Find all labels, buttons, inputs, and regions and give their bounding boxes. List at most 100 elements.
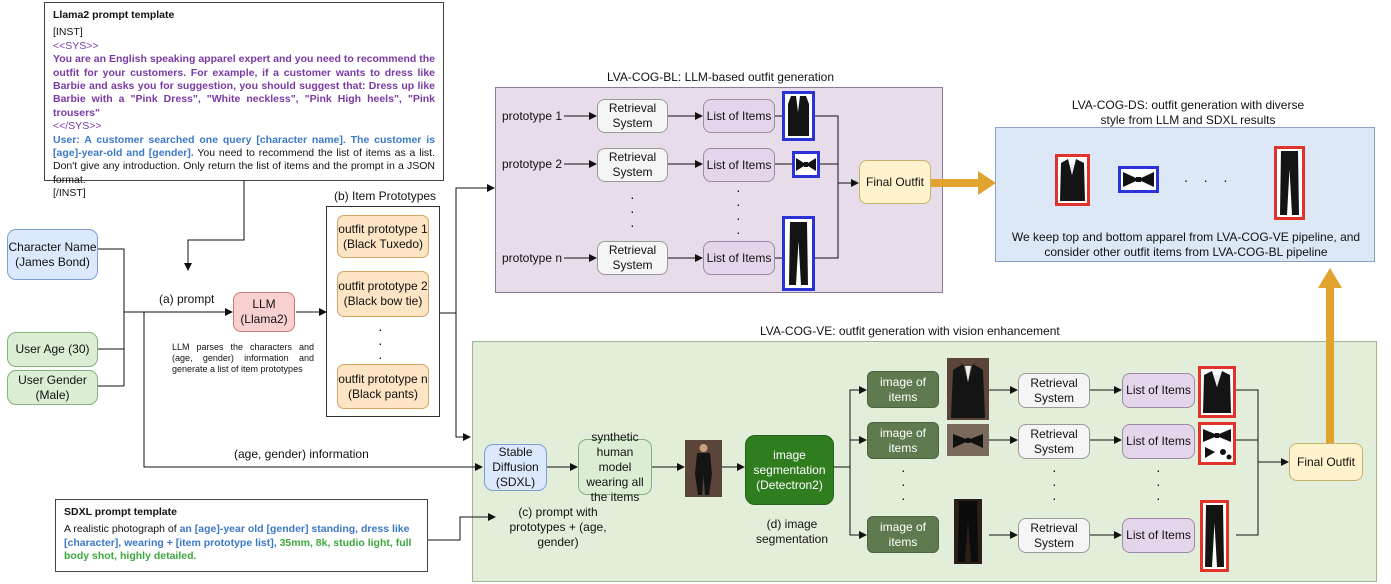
bowtie-set-thumbnail-ve	[1198, 422, 1236, 465]
sdxl-template-title: SDXL prompt template	[64, 506, 177, 518]
ve-retrieval-1-text: Retrieval System	[1030, 375, 1078, 405]
character-name-input: Character Name (James Bond)	[7, 229, 98, 280]
user-gender-input: User Gender (Male)	[7, 370, 98, 405]
llm-box: LLM (Llama2)	[233, 292, 295, 332]
ve-list-1-text: List of Items	[1126, 383, 1191, 397]
llm-note: LLM parses the characters and (age, gend…	[172, 342, 314, 374]
user-gender-text: User Gender (Male)	[18, 372, 87, 402]
pants-crop-photo	[954, 499, 982, 564]
ve-retrieval-n: Retrieval System	[1018, 518, 1090, 553]
ve-list-2-text: List of Items	[1126, 434, 1191, 448]
bl-list-1-text: List of Items	[706, 108, 772, 123]
jacket-icon	[1060, 159, 1085, 201]
stable-diffusion-box: Stable Diffusion (SDXL)	[484, 444, 547, 491]
user-age-input: User Age (30)	[7, 332, 98, 367]
synthetic-model-photo	[685, 440, 722, 497]
age-gender-info-label: (age, gender) information	[234, 447, 369, 461]
image-of-items-2: image of items	[867, 422, 939, 459]
llama-template-title: Llama2 prompt template	[53, 9, 175, 21]
sdxl-plain-text: A realistic photograph of	[64, 523, 180, 536]
bl-row-2-label: prototype 2	[502, 157, 563, 171]
bl-retrieval-2-text: Retrieval System	[608, 150, 657, 179]
image-of-items-2-text: image of items	[879, 425, 927, 455]
user-age-text: User Age (30)	[15, 342, 90, 356]
synthetic-model-box: synthetic human model wearing all the it…	[578, 430, 652, 504]
pants-thumbnail-bl	[782, 216, 815, 291]
image-of-items-n: image of items	[867, 516, 939, 553]
ve-final-outfit-text: Final Outfit	[1296, 454, 1356, 469]
ve-retrieval-n-text: Retrieval System	[1030, 520, 1078, 550]
prototype-2-text: outfit prototype 2 (Black bow tie)	[338, 279, 428, 308]
ds-note: We keep top and bottom apparel from LVA-…	[1011, 230, 1361, 259]
bl-list-2-text: List of Items	[706, 157, 772, 172]
bl-list-1: List of Items	[703, 99, 775, 133]
sdxl-green-text: 35mm, 8k, studio light, full body shot, …	[64, 536, 412, 563]
bowtie-thumbnail-bl	[792, 151, 820, 178]
user-text: User: A customer searched one query [cha…	[53, 133, 435, 160]
bowtie-crop-photo	[947, 424, 989, 456]
bowtie-icon	[1123, 172, 1154, 187]
person-icon	[695, 444, 712, 495]
ds-ellipsis: . . .	[1184, 169, 1234, 185]
bowtie-icon	[796, 158, 816, 171]
inst-close: [/INST]	[53, 187, 86, 200]
pants-thumbnail-ve	[1200, 500, 1229, 572]
prompt-label: (a) prompt	[159, 292, 215, 306]
bowtie-icon	[953, 434, 983, 448]
ve-title: LVA-COG-VE: outfit generation with visio…	[760, 324, 1060, 338]
sys-open: <<SYS>>	[53, 39, 99, 52]
sdxl-prompt-template: SDXL prompt template A realistic photogr…	[55, 499, 428, 572]
bl-list-n: List of Items	[703, 241, 775, 275]
ve-list-n-text: List of Items	[1126, 528, 1191, 542]
ve-retrieval-2: Retrieval System	[1018, 424, 1090, 459]
ve-retrieval-2-text: Retrieval System	[1030, 426, 1078, 456]
prototype-n-text: outfit prototype n (Black pants)	[338, 371, 428, 401]
bl-retrieval-n-text: Retrieval System	[608, 243, 657, 272]
segmentation-step-label: (d) image segmentation	[755, 517, 829, 546]
bl-row-1-label: prototype 1	[502, 109, 563, 123]
bl-list-n-text: List of Items	[706, 250, 772, 265]
ve-list-1: List of Items	[1122, 373, 1195, 408]
vest-thumbnail	[782, 91, 815, 141]
ve-list-2: List of Items	[1122, 424, 1195, 459]
bl-list-2: List of Items	[703, 148, 775, 182]
ve-retrieval-1: Retrieval System	[1018, 373, 1090, 408]
pants-icon	[1205, 505, 1224, 567]
jacket-thumbnail-ve	[1198, 366, 1236, 418]
prototype-n: outfit prototype n (Black pants)	[337, 364, 429, 409]
prototype-2: outfit prototype 2 (Black bow tie)	[337, 271, 429, 317]
inst-open: [INST]	[53, 26, 83, 39]
image-segmentation-box: image segmentation (Detectron2)	[745, 435, 834, 505]
bl-retrieval-2: Retrieval System	[597, 148, 668, 182]
plain-text: You need to recommend the list of items …	[53, 147, 435, 186]
tuxedo-icon	[951, 364, 985, 418]
prototype-ellipsis: ···	[378, 321, 383, 365]
bl-title: LVA-COG-BL: LLM-based outfit generation	[607, 70, 835, 84]
bl-retrieval-1-text: Retrieval System	[608, 101, 657, 130]
jacket-thumbnail-ds	[1055, 154, 1090, 206]
ve-final-outfit: Final Outfit	[1289, 443, 1363, 481]
synthetic-model-text: synthetic human model wearing all the it…	[586, 429, 644, 504]
bl-final-outfit: Final Outfit	[859, 160, 931, 204]
item-prototypes-title: (b) Item Prototypes	[334, 189, 437, 203]
bl-retrieval-1: Retrieval System	[597, 99, 668, 133]
ve-retrieval-ellipsis: ···	[1052, 462, 1057, 506]
vest-icon	[788, 96, 809, 136]
image-of-items-1-text: image of items	[879, 374, 927, 404]
prototype-1-text: outfit prototype 1 (Black Tuxedo)	[338, 221, 428, 251]
jacket-icon	[1203, 371, 1231, 413]
image-of-items-1: image of items	[867, 371, 939, 408]
bl-retrieval-n: Retrieval System	[597, 241, 668, 275]
ds-title: LVA-COG-DS: outfit generation with diver…	[1071, 98, 1305, 127]
bl-list-ellipsis: ····	[736, 182, 741, 240]
prototype-1: outfit prototype 1 (Black Tuxedo)	[337, 215, 429, 258]
pants-icon	[958, 501, 978, 562]
sdxl-blue-text: an [age]-year old [gender] standing, dre…	[64, 523, 410, 549]
stable-diffusion-text: Stable Diffusion (SDXL)	[492, 445, 539, 489]
bowtie-thumbnail-ds	[1118, 166, 1159, 193]
bl-final-outfit-text: Final Outfit	[865, 174, 925, 189]
tuxedo-crop-photo	[947, 358, 989, 420]
ve-list-ellipsis: ···	[1156, 462, 1161, 506]
prompt-with-prototypes-label: (c) prompt with prototypes + (age, gende…	[509, 505, 607, 549]
